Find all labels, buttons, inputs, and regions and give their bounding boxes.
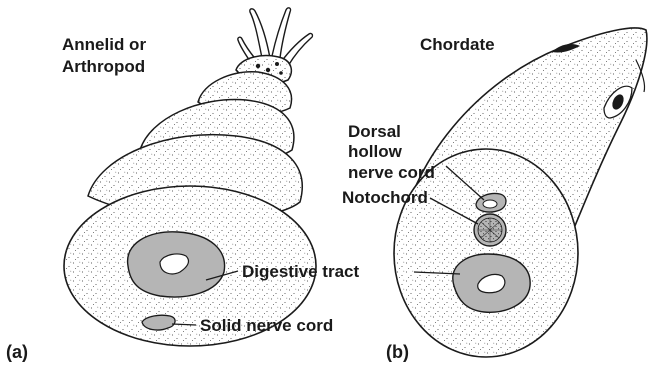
digestive-tract-b [453,254,530,312]
label-dorsal-line1: Dorsal [348,122,401,141]
label-solid-nerve-cord: Solid nerve cord [200,316,333,335]
panel-label-a: (a) [6,342,28,362]
notochord [474,214,506,246]
digestive-tract-a [128,232,225,297]
label-notochord: Notochord [342,188,428,207]
label-digestive-tract-a: Digestive tract [242,262,359,281]
panel-label-b: (b) [386,342,409,362]
panel-b-chordate [394,28,647,357]
label-dorsal-line3: nerve cord [348,163,435,182]
solid-nerve-cord [142,315,175,330]
label-dorsal-line2: hollow [348,142,403,161]
title-annelid-line2: Arthropod [62,57,145,76]
title-chordate: Chordate [420,35,495,54]
title-annelid-line1: Annelid or [62,35,146,54]
